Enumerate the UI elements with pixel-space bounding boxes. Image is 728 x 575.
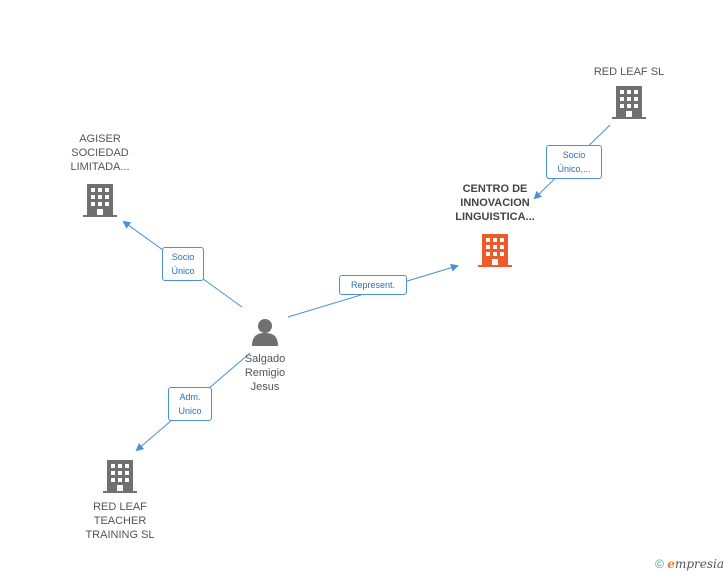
edge-label-line: Socio (562, 150, 586, 160)
building-icon (83, 184, 117, 217)
edge-label-adm-unico[interactable]: Adm. Unico (168, 387, 212, 421)
empresia-logo: empresia (667, 557, 724, 571)
node-label-line: SOCIEDAD (71, 147, 129, 159)
node-label-line: LIMITADA... (70, 161, 130, 173)
edge-label-socio-unico-redleaf[interactable]: Socio Único,... (546, 145, 602, 179)
node-label-line: Salgado (244, 353, 286, 365)
person-icon (252, 319, 278, 346)
node-label: RED LEAF SL (593, 66, 665, 78)
node-label-line: CENTRO DE (462, 183, 528, 195)
node-label-line: TRAINING SL (85, 529, 155, 541)
node-red-leaf-sl[interactable]: RED LEAF SL (586, 65, 672, 120)
node-label-line: Remigio (244, 367, 286, 379)
edge-label-socio-unico-agiser[interactable]: Socio Único (162, 247, 204, 281)
node-agiser[interactable]: AGISER SOCIEDAD LIMITADA... (57, 132, 143, 218)
logo-letter: e (667, 557, 675, 571)
node-label-line: LINGUISTICA... (455, 211, 535, 223)
node-label-line: Jesus (250, 381, 280, 393)
copyright-symbol: © (655, 557, 664, 571)
node-label-line: TEACHER (93, 515, 147, 527)
node-label-line: INNOVACION (460, 197, 530, 209)
node-person-salgado[interactable]: Salgado Remigio Jesus (225, 318, 305, 394)
building-icon (478, 234, 512, 267)
building-icon (103, 460, 137, 493)
footer-brand: © empresia (655, 557, 724, 571)
edge-label-represent[interactable]: Represent. (339, 275, 407, 295)
edge-label-line: Represent. (350, 280, 396, 290)
node-red-leaf-teacher[interactable]: RED LEAF TEACHER TRAINING SL (72, 458, 168, 542)
edge-label-line: Único (171, 266, 195, 276)
edge-label-line: Unico (178, 406, 202, 416)
node-label-line: AGISER (79, 133, 121, 145)
edge-label-line: Adm. (179, 392, 201, 402)
building-icon (612, 86, 646, 119)
edge-label-line: Socio (171, 252, 195, 262)
edge-label-line: Único,... (557, 164, 591, 174)
node-label-line: RED LEAF (93, 501, 147, 513)
node-centro-innovacion[interactable]: CENTRO DE INNOVACION LINGUISTICA... (444, 182, 546, 268)
logo-text: mpresia (674, 557, 724, 571)
